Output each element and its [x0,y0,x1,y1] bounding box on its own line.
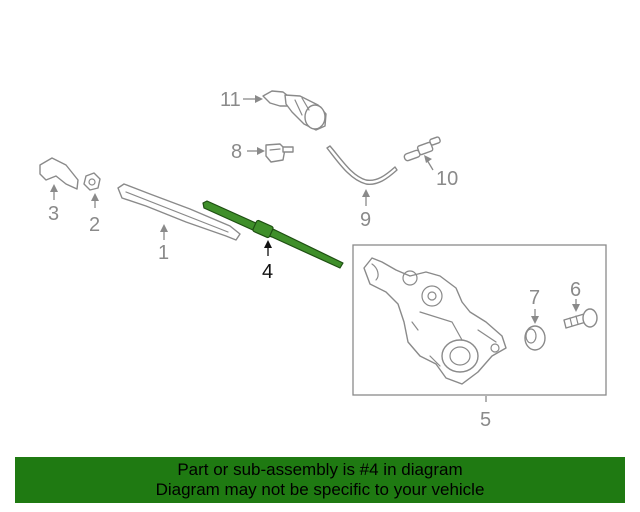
banner-line-2: Diagram may not be specific to your vehi… [155,480,485,499]
part-4-wiper-blade[interactable] [202,200,344,269]
callout-9: 9 [360,209,371,231]
part-1-wiper-arm [117,183,241,241]
part-3-cover [39,157,79,190]
part-9-hose [326,145,398,185]
callout-1: 1 [158,242,169,264]
part-10-nozzle [403,136,441,162]
callout-10: 10 [436,168,458,190]
part-6-bolt [563,308,598,329]
callout-8: 8 [231,141,242,163]
callout-3: 3 [48,203,59,225]
callout-11: 11 [220,89,241,111]
part-5-assembly-box [352,244,607,396]
part-8-clip [265,143,294,163]
blade-clip [252,219,274,239]
callout-4: 4 [262,261,273,283]
callout-10-leader [426,159,434,171]
callout-7: 7 [529,287,540,309]
callout-2: 2 [89,214,100,236]
callout-6: 6 [570,279,581,301]
blade-body [202,200,344,269]
part-11-connector [262,90,327,131]
part-2-nut [83,172,101,191]
part-7-grommet [524,325,546,351]
info-banner: Part or sub-assembly is #4 in diagram Di… [15,457,625,503]
callout-5: 5 [480,409,491,431]
part-5-wiper-motor [363,257,507,385]
banner-line-1: Part or sub-assembly is #4 in diagram [177,460,463,479]
